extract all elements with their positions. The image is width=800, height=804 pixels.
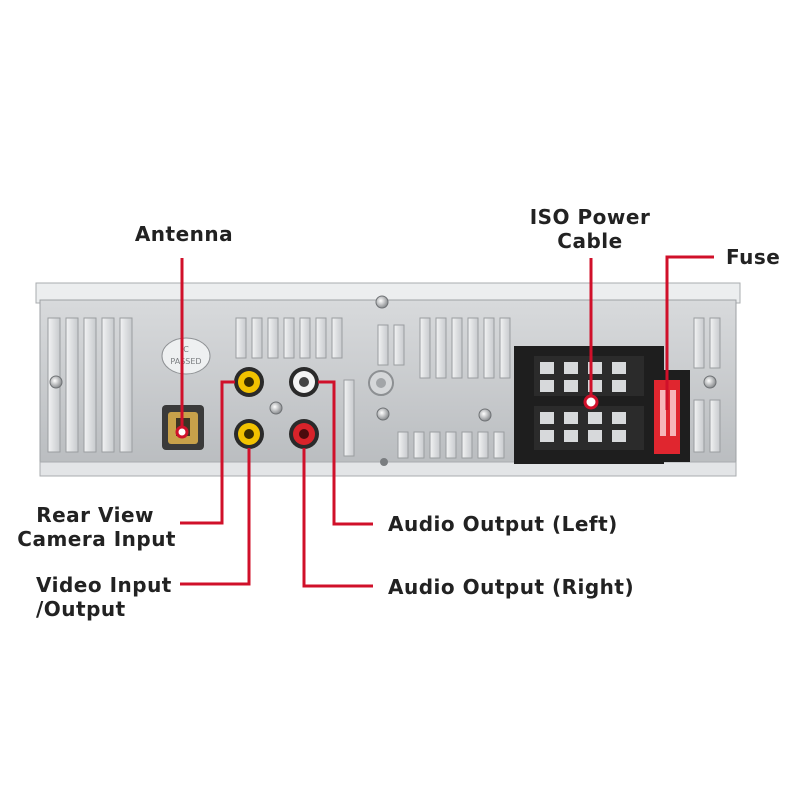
screw-icon [376,407,390,421]
label-rear-view-camera-input: Rear View Camera Input [6,503,176,551]
label-rear-view-line2: Camera Input [17,527,176,551]
label-audio-output-right: Audio Output (Right) [388,575,635,599]
heat-sink-fins-right [693,317,721,453]
label-fuse: Fuse [726,245,781,269]
certification-sticker: C PASSED [161,337,211,375]
label-video-line2: /Output [36,597,126,621]
sticker-text-1: C [183,345,189,354]
label-iso-power-cable: ISO Power Cable [510,205,670,253]
label-audio-output-left: Audio Output (Left) [388,512,618,536]
screw-icon [49,375,63,389]
screws [49,295,717,466]
sticker-text-2: PASSED [170,357,201,366]
heat-sink-fins-middle [235,317,511,459]
callout-rear-view [180,380,235,525]
screw-icon [703,375,717,389]
screw-icon [380,458,388,466]
rca-audio-output-right [289,419,319,449]
screw-icon [269,401,283,415]
label-antenna: Antenna [134,222,234,246]
label-iso-power-line2: Cable [557,229,623,253]
callout-video-io [180,448,251,586]
callout-markers [175,394,599,439]
rca-rear-view-camera-input [234,367,264,397]
label-video-line1: Video Input [36,573,172,597]
callout-audio-right [302,448,373,588]
rca-video-input-output [234,419,264,449]
marker-iso-power [583,394,599,410]
rca-jacks [234,367,319,449]
screw-icon [375,295,389,309]
callout-lines [180,255,714,588]
screw-icon [478,408,492,422]
fuse [648,370,690,462]
grommet [368,370,394,396]
rca-audio-output-left [289,367,319,397]
marker-antenna [175,425,189,439]
label-video-input-output: Video Input /Output [36,573,172,621]
label-rear-view-line1: Rear View [36,503,154,527]
callout-audio-left [318,380,373,526]
callout-fuse [665,255,714,410]
label-iso-power-line1: ISO Power [529,205,651,229]
